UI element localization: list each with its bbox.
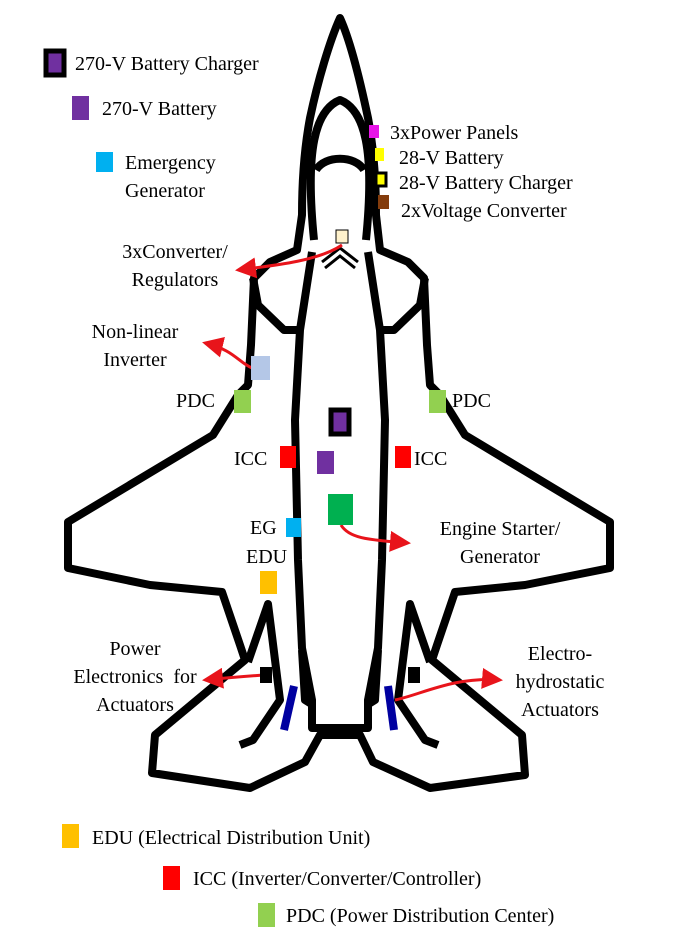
converter-regulator-marker <box>335 229 349 244</box>
battery-28v-label: 28-V Battery <box>399 147 504 169</box>
power-electronics-marker-right <box>408 667 420 683</box>
nonlinear-inverter-marker <box>251 356 270 380</box>
battery-270v-marker <box>317 451 334 474</box>
inner-body-outline <box>291 251 389 732</box>
arrow-converter-regulators <box>235 243 343 279</box>
legend-emergency-generator-label-2: Generator <box>125 180 205 202</box>
power-panels-label: 3xPower Panels <box>390 122 519 144</box>
actuator-left <box>280 685 298 731</box>
battery-28v-marker <box>375 148 384 161</box>
voltage-converter-marker <box>378 195 389 209</box>
inlet-right <box>380 277 429 334</box>
starter-generator-label-1: Engine Starter/ <box>439 518 561 540</box>
legend-pdc-label: PDC (Power Distribution Center) <box>286 905 555 927</box>
legend-charger-270v-label: 270-V Battery Charger <box>75 53 259 75</box>
legend-charger-270v-swatch <box>43 48 67 78</box>
legend-edu-label: EDU (Electrical Distribution Unit) <box>92 827 371 849</box>
pdc-left-marker <box>234 390 251 413</box>
fuselage-outline <box>64 14 614 792</box>
voltage-converter-label: 2xVoltage Converter <box>401 200 567 222</box>
eg-marker <box>286 518 301 537</box>
legend-emergency-generator-swatch <box>96 152 113 172</box>
eha-label-1: Electro- <box>527 643 593 665</box>
power-panels-marker <box>369 125 379 138</box>
nonlinear-inverter-label-2: Inverter <box>103 349 167 371</box>
pdc-right-label: PDC <box>452 390 491 412</box>
eha-label-3: Actuators <box>521 699 599 721</box>
converter-regulators-label-1: 3xConverter/ <box>122 241 228 263</box>
legend-emergency-generator-label-1: Emergency <box>125 152 216 174</box>
power-electronics-label-1: Power <box>109 638 161 660</box>
battery-charger-270v-marker <box>328 407 352 437</box>
starter-generator-label-2: Generator <box>460 546 540 568</box>
edu-label: EDU <box>246 546 288 568</box>
icc-right-marker <box>395 446 411 468</box>
icc-left-label: ICC <box>234 448 268 470</box>
starter-generator-marker <box>328 494 353 525</box>
tail-left <box>238 600 284 749</box>
eg-label: EG <box>250 517 277 539</box>
charger-28v-marker <box>374 171 388 188</box>
icc-left-marker <box>280 446 296 468</box>
arrow-eha <box>394 667 503 702</box>
eha-label-2: hydrostatic <box>515 671 605 693</box>
icc-right-label: ICC <box>414 448 448 470</box>
inlet-left <box>249 277 300 334</box>
pdc-left-label: PDC <box>176 390 215 412</box>
legend-battery-270v-label: 270-V Battery <box>102 98 217 120</box>
arrow-power-electronics <box>202 667 265 689</box>
legend-battery-270v-swatch <box>72 96 89 120</box>
arrow-nonlinear-inverter <box>202 337 253 370</box>
edu-marker <box>260 571 277 594</box>
power-electronics-label-2: Electronics for <box>73 666 197 688</box>
legend-edu-swatch <box>62 824 79 848</box>
actuator-right <box>384 685 398 731</box>
power-electronics-label-3: Actuators <box>96 694 174 716</box>
canopy-outline <box>306 96 374 241</box>
nonlinear-inverter-label-1: Non-linear <box>91 321 179 343</box>
charger-28v-label: 28-V Battery Charger <box>399 172 573 194</box>
pdc-right-marker <box>429 390 446 413</box>
canopy-frame <box>312 154 368 173</box>
power-electronics-marker-left <box>260 667 272 683</box>
canopy-chevron-inner <box>324 254 356 270</box>
legend-pdc-swatch <box>258 903 275 927</box>
arrow-starter-generator <box>339 524 411 552</box>
legend-icc-swatch <box>163 866 180 890</box>
callout-arrows <box>202 243 503 702</box>
legend-icc-label: ICC (Inverter/Converter/Controller) <box>193 868 482 890</box>
converter-regulators-label-2: Regulators <box>131 269 219 291</box>
nozzle-left <box>298 649 316 709</box>
aircraft-outline <box>64 14 614 792</box>
nozzle-right <box>364 649 382 709</box>
